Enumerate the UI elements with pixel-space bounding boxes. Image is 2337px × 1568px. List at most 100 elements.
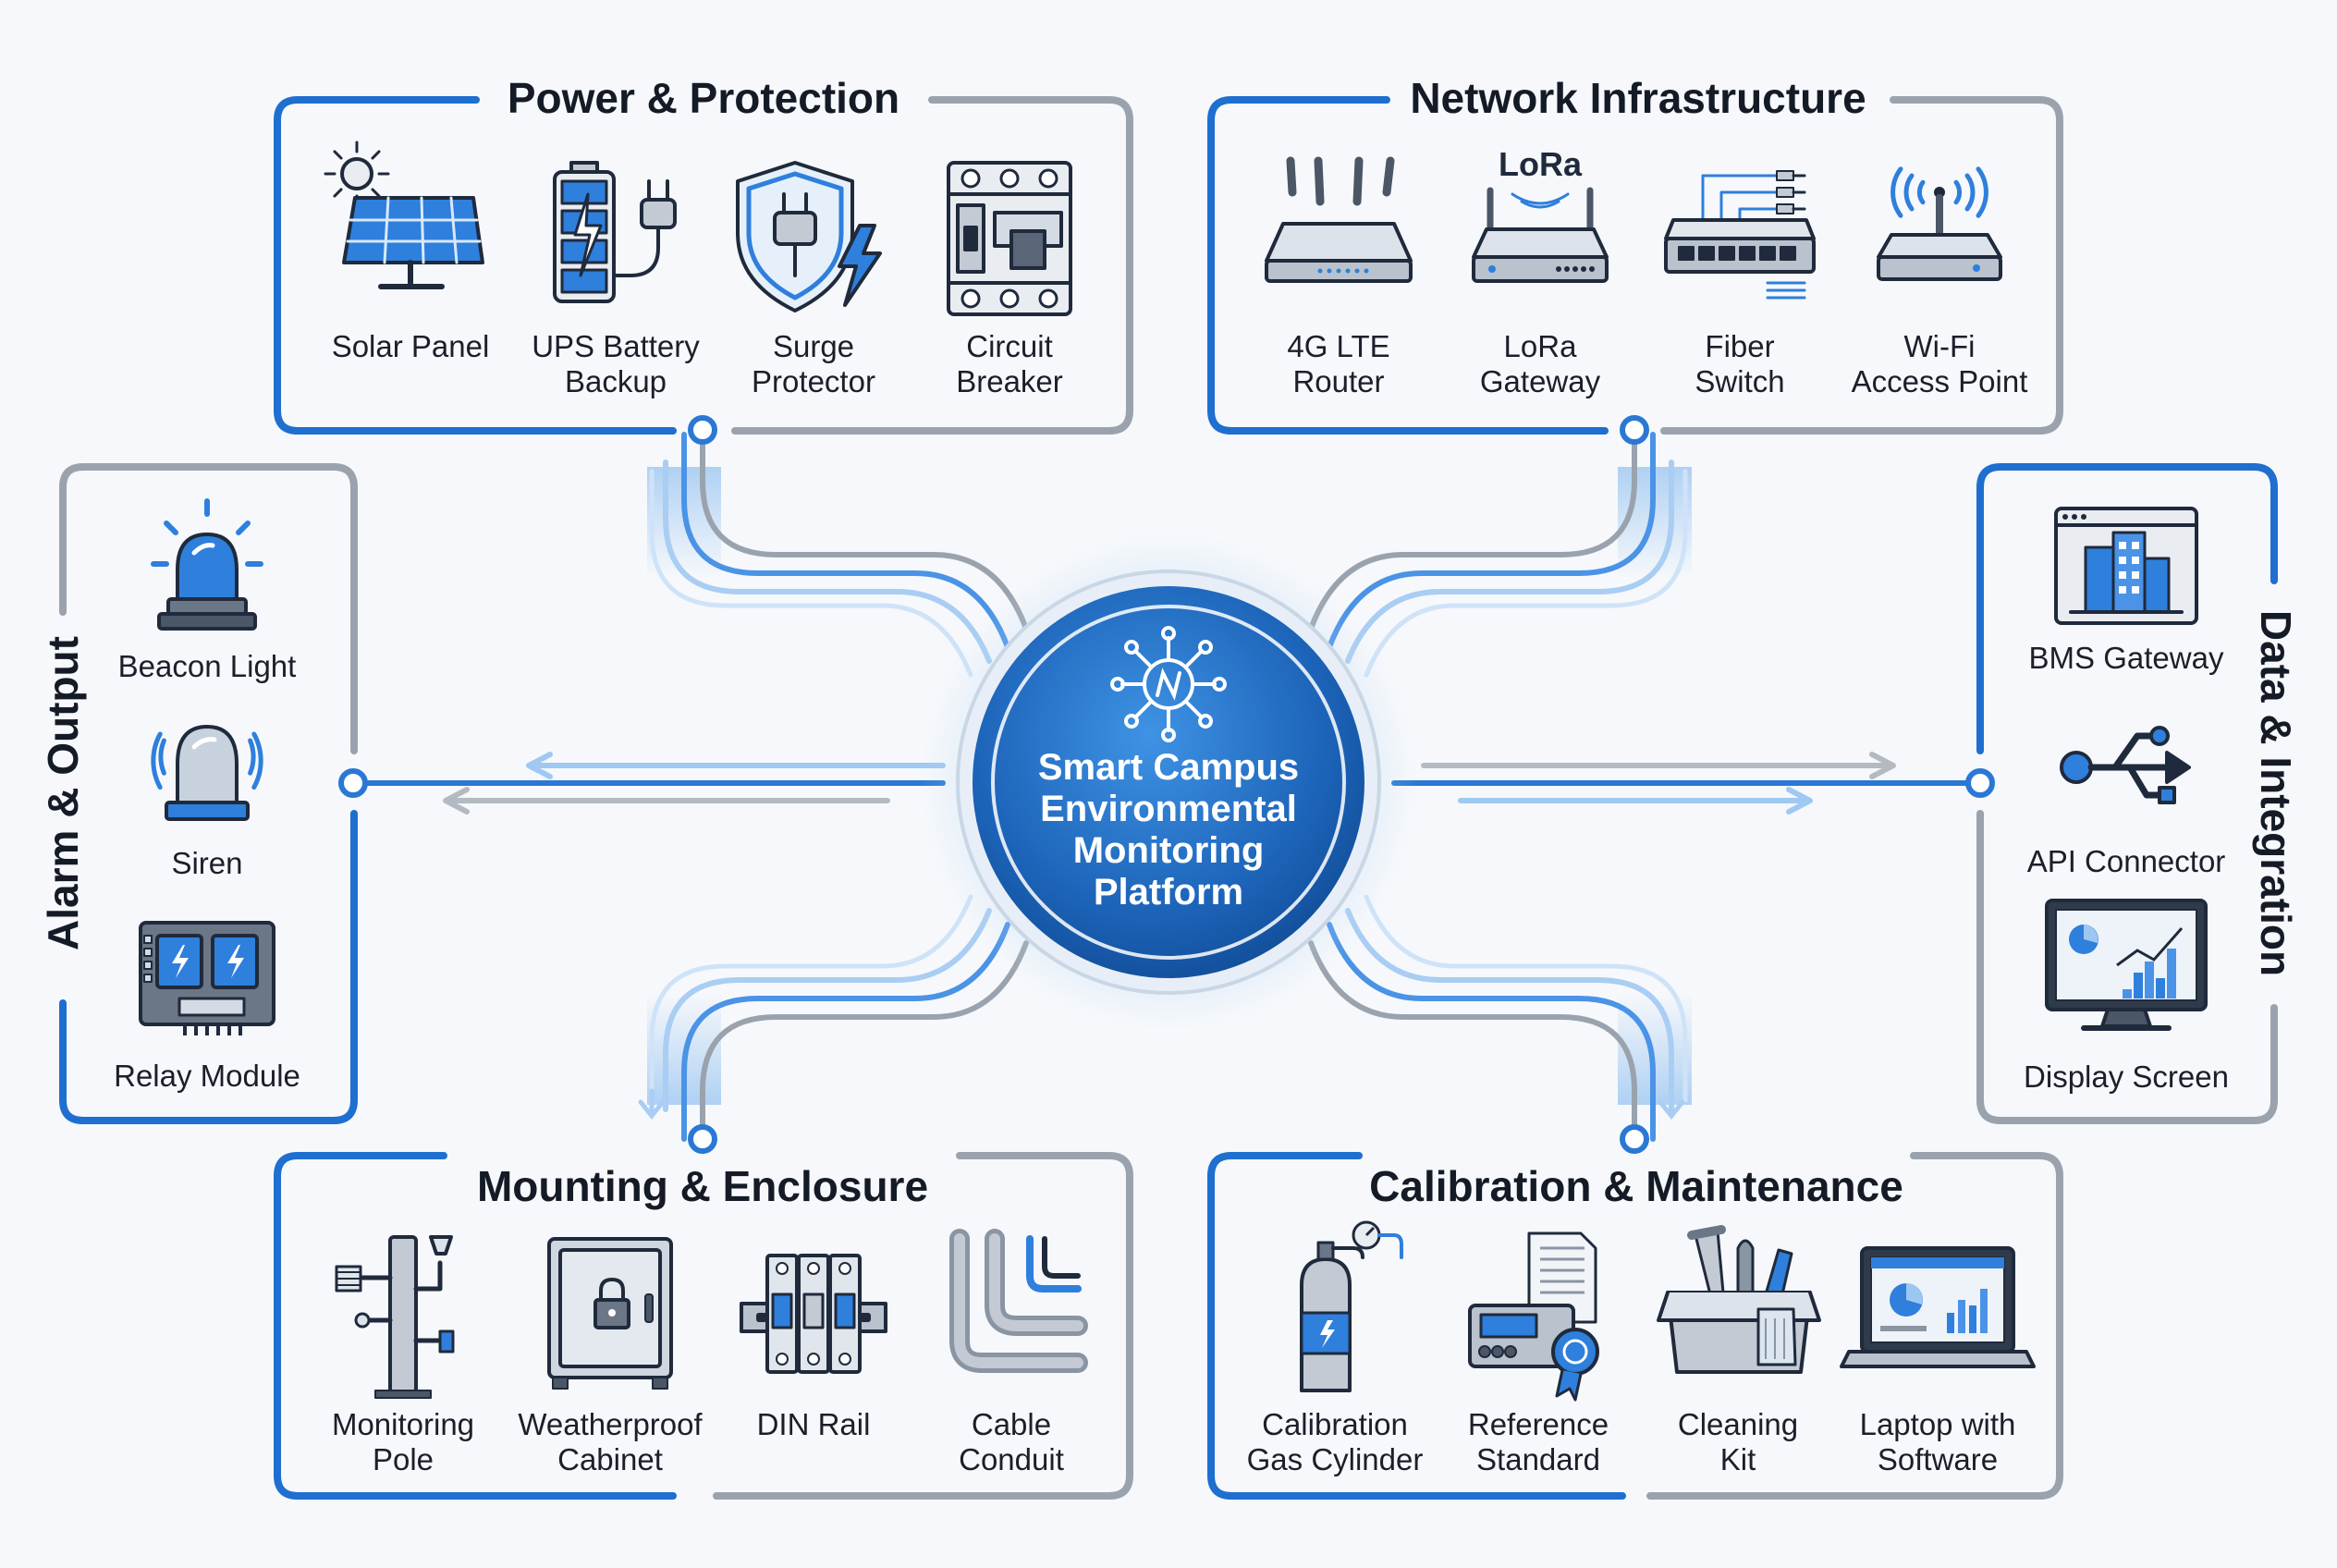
frame-alarm-bottom — [59, 810, 358, 1124]
flow-data — [1391, 752, 1983, 815]
reference-standard-icon — [1468, 1231, 1599, 1402]
frame-mounting-right — [713, 1152, 1133, 1500]
item-api-connector: API Connector — [2027, 726, 2226, 878]
item-label-line: Circuit — [966, 329, 1053, 363]
item-label: BMS Gateway — [2029, 641, 2224, 675]
solar-panel-icon — [324, 141, 484, 289]
item-label-line: UPS Battery — [532, 329, 700, 363]
item-label: DIN Rail — [757, 1407, 871, 1441]
frame-mounting-left — [274, 1152, 677, 1500]
item-din-rail: DIN Rail — [740, 1254, 887, 1441]
flow-power — [647, 432, 1029, 678]
connector-nodes — [338, 415, 1995, 1154]
hub-title-line: Monitoring — [1073, 830, 1265, 871]
lora-gateway-icon: LoRa — [1472, 145, 1609, 283]
item-label-line: DIN Rail — [757, 1407, 871, 1441]
surge-protector-icon — [736, 161, 882, 312]
item-label-line: Router — [1292, 364, 1384, 398]
frame-power-left — [274, 96, 677, 435]
cleaning-kit-icon — [1657, 1225, 1821, 1374]
item-label: Relay Module — [114, 1059, 300, 1093]
flow-mounting — [638, 894, 1029, 1142]
flow-network — [1308, 432, 1692, 678]
item-label-line: Standard — [1476, 1442, 1600, 1476]
frame-data-top — [1976, 463, 2278, 754]
item-solar-panel: Solar Panel — [324, 141, 490, 363]
item-label-line: 4G LTE — [1287, 329, 1389, 363]
frame-alarm-top — [59, 463, 358, 754]
relay-module-icon — [139, 921, 275, 1035]
item-label-line: Display Screen — [2024, 1060, 2229, 1094]
item-beacon-light: Beacon Light — [118, 498, 297, 683]
display-screen-icon — [2045, 899, 2208, 1031]
item-label-line: Reference — [1468, 1407, 1609, 1441]
flow-alarm — [350, 752, 946, 815]
item-label-line: Gateway — [1480, 364, 1601, 398]
gas-cylinder-icon — [1300, 1220, 1403, 1392]
circuit-breaker-icon — [947, 161, 1072, 316]
bms-gateway-icon — [2054, 507, 2198, 625]
item-label-line: Relay Module — [114, 1059, 300, 1093]
item-label-line: API Connector — [2027, 844, 2226, 878]
connector-lines — [338, 415, 1995, 1154]
item-label-line: Backup — [565, 364, 667, 398]
item-label-line: Beacon Light — [118, 649, 297, 683]
item-label: Display Screen — [2024, 1060, 2229, 1094]
item-label: Solar Panel — [332, 329, 490, 363]
group-title-power: Power & Protection — [508, 74, 899, 122]
item-label: Siren — [171, 846, 242, 880]
item-label-line: Access Point — [1852, 364, 2028, 398]
item-display-screen: Display Screen — [2024, 899, 2229, 1094]
item-label-line: Software — [1878, 1442, 1998, 1476]
item-label-line: Cabinet — [557, 1442, 663, 1476]
monitoring-pole-icon — [335, 1235, 455, 1399]
group-title-calibration: Calibration & Maintenance — [1369, 1162, 1903, 1210]
network-hub-icon — [1110, 626, 1227, 742]
item-label-line: Fiber — [1705, 329, 1774, 363]
hub-title-line: Platform — [1094, 872, 1243, 913]
item-label-line: Calibration — [1262, 1407, 1408, 1441]
item-label-line: Solar Panel — [332, 329, 490, 363]
item-label-line: Cleaning — [1678, 1407, 1798, 1441]
item-label-line: Pole — [373, 1442, 434, 1476]
frame-calibration-left — [1207, 1152, 1626, 1500]
item-label: Beacon Light — [118, 649, 297, 683]
cable-conduit-icon — [949, 1229, 1088, 1373]
item-relay-module: Relay Module — [114, 921, 300, 1093]
item-label-line: Surge — [773, 329, 854, 363]
frame-power-right — [731, 96, 1133, 435]
din-rail-icon — [740, 1254, 887, 1374]
item-label-line: LoRa — [1504, 329, 1578, 363]
wifi-access-point-icon — [1877, 166, 2002, 281]
frame-calibration-right — [1646, 1152, 2063, 1500]
laptop-software-icon — [1840, 1246, 2036, 1368]
frame-network-right — [1660, 96, 2063, 435]
